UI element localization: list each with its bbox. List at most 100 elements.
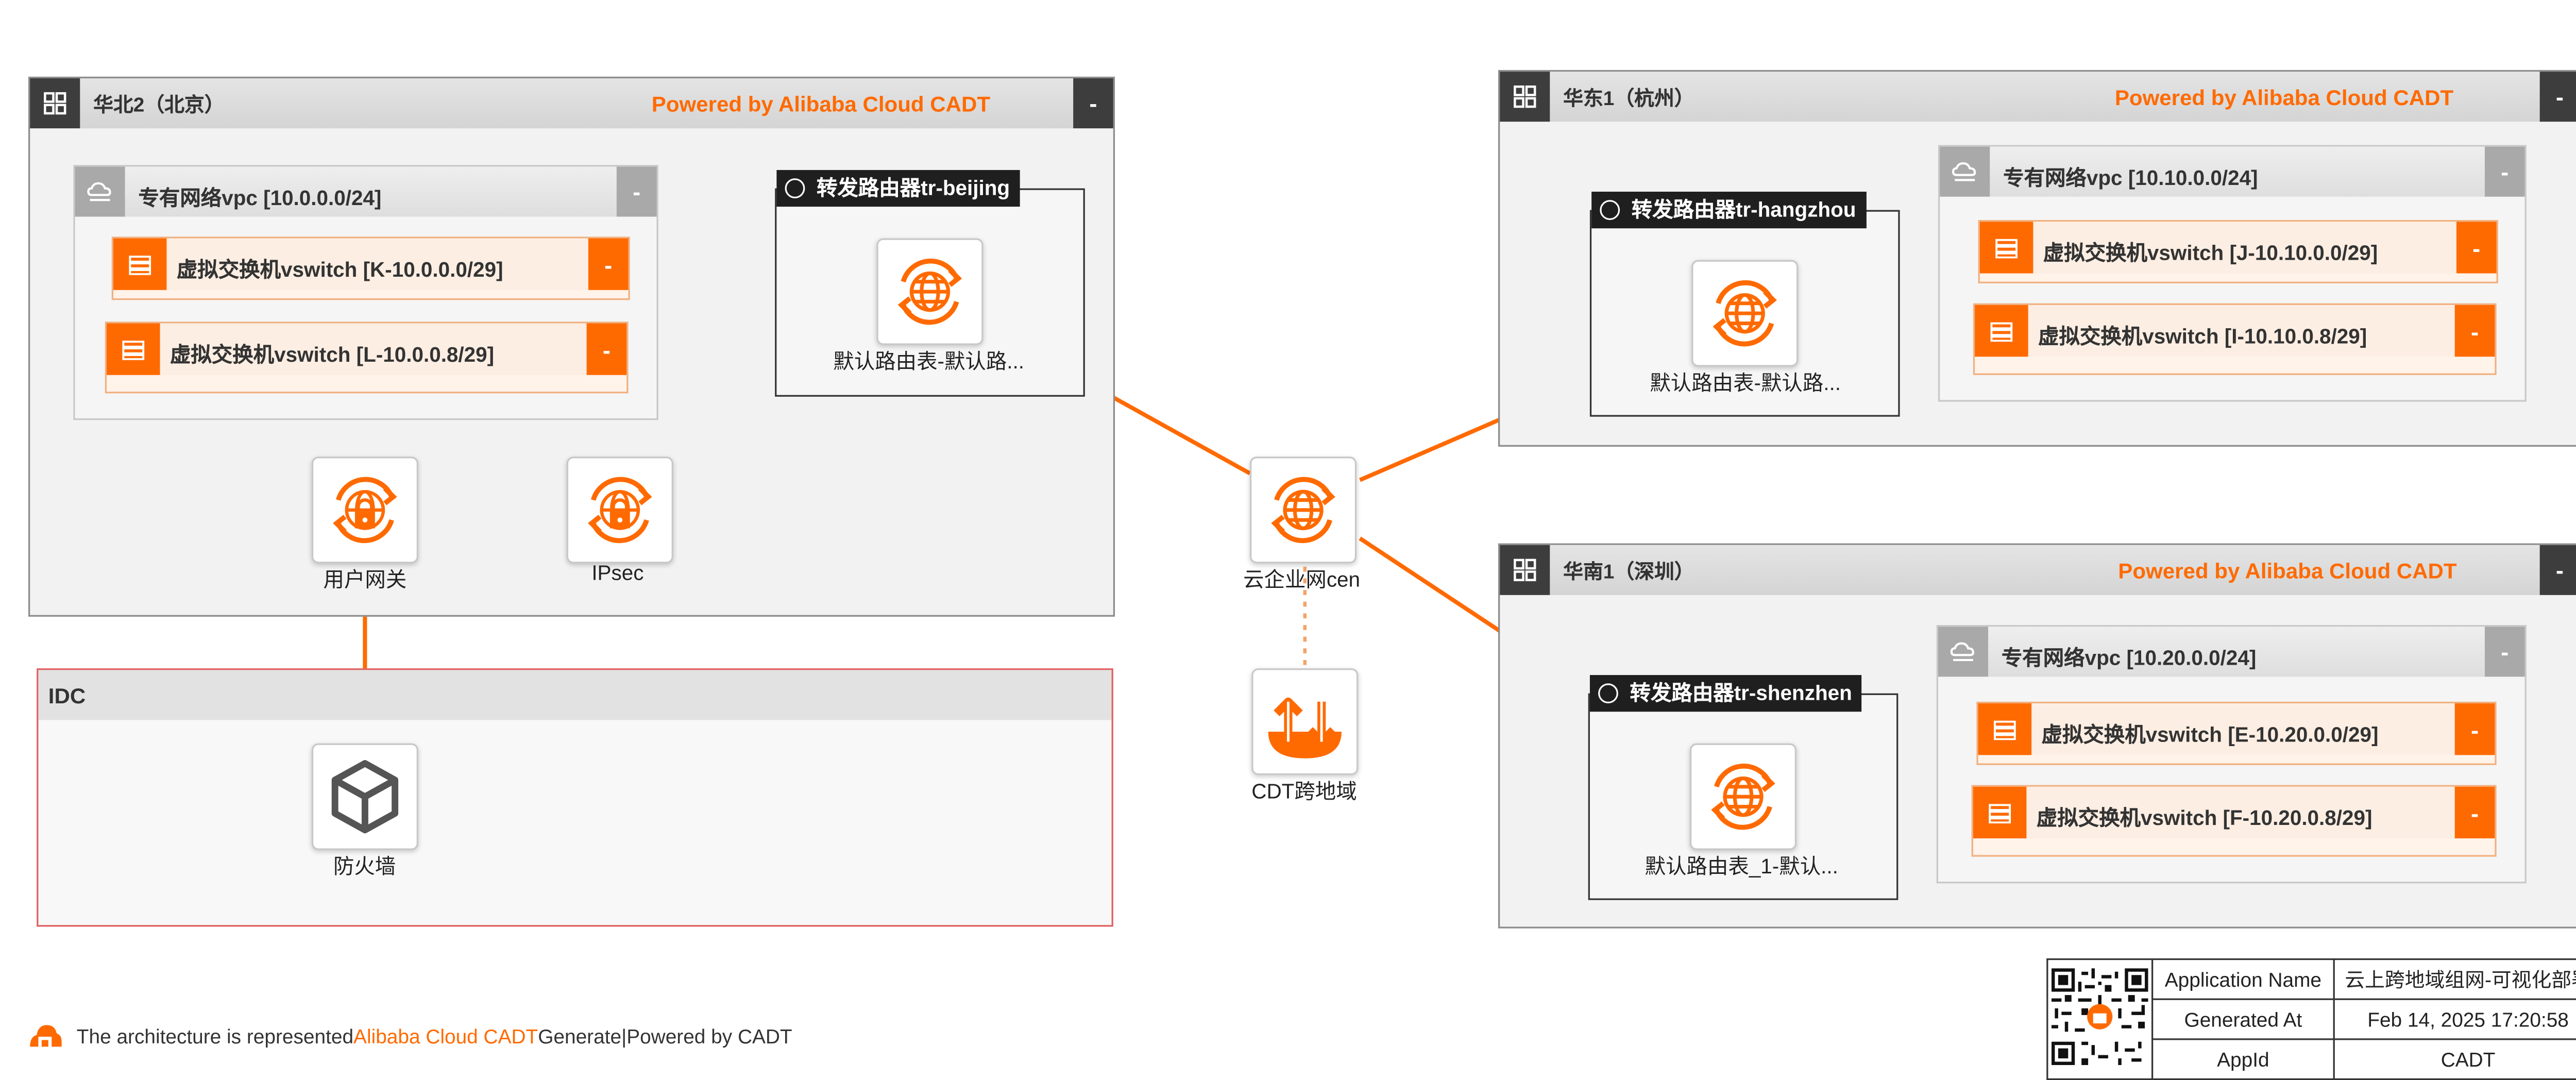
qr-code-icon <box>2051 968 2148 1065</box>
vswitch-k[interactable]: 虚拟交换机vswitch [K-10.0.0.0/29] - <box>111 237 630 300</box>
transit-router-hangzhou[interactable]: 转发路由器tr-hangzhou <box>1589 191 1900 417</box>
powered-by-label: Powered by Alibaba Cloud CADT <box>2118 558 2457 584</box>
collapse-button[interactable]: - <box>2484 146 2525 197</box>
region-header: 华南1（深圳） Powered by Alibaba Cloud CADT - <box>1500 545 2576 595</box>
router-label: 转发路由器tr-beijing <box>776 170 1020 207</box>
vpc-title: 专有网络vpc [10.0.0.0/24] <box>138 187 382 210</box>
route-table-label: 默认路由表_1-默认... <box>1645 855 1838 879</box>
region-header: 华北2（北京） Powered by Alibaba Cloud CADT - <box>30 78 1113 129</box>
vswitch-title: 虚拟交换机vswitch [F-10.20.0.8/29] <box>2036 806 2372 830</box>
ipsec-label: IPsec <box>591 562 644 585</box>
meta-value: 云上跨地域组网-可视化部署 <box>2333 958 2576 1000</box>
server-icon <box>1978 703 2032 755</box>
metadata-table: Application Name 云上跨地域组网-可视化部署 Generated… <box>2046 958 2576 1080</box>
cdt-label: CDT跨地域 <box>1251 780 1357 804</box>
vswitch-title: 虚拟交换机vswitch [I-10.10.0.8/29] <box>2038 325 2367 349</box>
region-title: 华东1（杭州） <box>1563 87 1694 110</box>
router-icon <box>1598 683 1618 704</box>
globe-refresh-icon <box>897 258 962 325</box>
collapse-button[interactable]: - <box>588 238 629 290</box>
cloud-icon <box>75 166 125 217</box>
globe-refresh-icon <box>1711 764 1775 830</box>
collapse-button[interactable]: - <box>586 323 627 375</box>
server-icon <box>1975 305 2028 357</box>
footer-text: The architecture is representedAlibaba C… <box>76 1025 792 1049</box>
globe-lock-icon <box>588 477 652 543</box>
cen-node[interactable] <box>1250 457 1357 564</box>
route-table-hangzhou-node[interactable] <box>1691 260 1799 367</box>
vpc-title: 专有网络vpc [10.20.0.0/24] <box>2001 647 2257 670</box>
cloud-icon <box>1938 627 1988 677</box>
table-row: Application Name 云上跨地域组网-可视化部署 <box>2046 958 2576 1080</box>
user-gateway-label: 用户网关 <box>323 568 407 592</box>
server-icon <box>1979 222 2033 274</box>
collapse-button[interactable]: - <box>616 166 657 217</box>
route-table-beijing-node[interactable] <box>876 238 984 345</box>
table-row: Generated At Feb 14, 2025 17:20:58 <box>2047 998 2576 1040</box>
qr-code <box>2046 958 2154 1080</box>
idc-header: IDC <box>38 670 1112 720</box>
server-icon <box>1973 786 2027 839</box>
vpc-header: 专有网络vpc [10.0.0.0/24] - <box>75 166 657 217</box>
meta-value: Feb 14, 2025 17:20:58 <box>2333 998 2576 1040</box>
globe-refresh-icon <box>1271 477 1335 543</box>
vswitch-title: 虚拟交换机vswitch [L-10.0.0.8/29] <box>170 343 495 367</box>
firewall-node[interactable] <box>311 743 418 850</box>
vswitch-title: 虚拟交换机vswitch [E-10.20.0.0/29] <box>2041 723 2379 747</box>
cdt-node[interactable] <box>1251 668 1359 775</box>
firewall-label: 防火墙 <box>333 855 396 879</box>
collapse-button[interactable]: - <box>1073 78 1113 129</box>
collapse-button[interactable]: - <box>2484 627 2525 677</box>
transit-router-beijing[interactable]: 转发路由器tr-beijing <box>775 170 1085 397</box>
collapse-button[interactable]: - <box>2539 72 2576 122</box>
ipsec-node[interactable] <box>566 457 673 564</box>
table-row: AppId CADT <box>2047 1038 2576 1080</box>
vswitch-f[interactable]: 虚拟交换机vswitch [F-10.20.0.8/29] - <box>1971 785 2497 857</box>
server-icon <box>107 323 160 375</box>
footer-brand: Alibaba Cloud CADT <box>353 1025 538 1049</box>
meta-label: Generated At <box>2151 998 2335 1040</box>
cadt-logo-icon <box>30 1025 62 1047</box>
collapse-button[interactable]: - <box>2454 305 2495 357</box>
vpc-title: 专有网络vpc [10.10.0.0/24] <box>2003 166 2258 190</box>
collapse-button[interactable]: - <box>2454 703 2495 755</box>
router-icon <box>785 178 805 198</box>
router-label: 转发路由器tr-hangzhou <box>1591 191 1866 229</box>
router-icon <box>1600 200 1620 220</box>
grid-icon <box>1500 72 1550 122</box>
meta-label: Application Name <box>2151 958 2335 1000</box>
powered-by-label: Powered by Alibaba Cloud CADT <box>2114 85 2454 110</box>
cen-label: 云企业网cen <box>1243 568 1361 592</box>
collapse-button[interactable]: - <box>2539 545 2576 595</box>
meta-label: AppId <box>2151 1038 2335 1080</box>
grid-icon <box>30 78 80 129</box>
powered-by-label: Powered by Alibaba Cloud CADT <box>651 91 991 117</box>
user-gateway-node[interactable] <box>311 457 418 564</box>
server-icon <box>113 238 167 290</box>
cloud-icon <box>1940 146 1990 197</box>
vswitch-l[interactable]: 虚拟交换机vswitch [L-10.0.0.8/29] - <box>105 322 629 394</box>
globe-lock-icon <box>333 477 397 543</box>
region-title: 华南1（深圳） <box>1563 560 1694 584</box>
vswitch-e[interactable]: 虚拟交换机vswitch [E-10.20.0.0/29] - <box>1976 701 2497 765</box>
grid-icon <box>1500 545 1550 595</box>
collapse-button[interactable]: - <box>2454 786 2495 839</box>
vswitch-title: 虚拟交换机vswitch [K-10.0.0.0/29] <box>176 258 503 282</box>
vswitch-i[interactable]: 虚拟交换机vswitch [I-10.10.0.8/29] - <box>1973 303 2497 375</box>
route-table-label: 默认路由表-默认路... <box>833 350 1025 374</box>
globe-refresh-icon <box>1713 280 1777 347</box>
vpc-header: 专有网络vpc [10.20.0.0/24] - <box>1938 627 2525 677</box>
collapse-button[interactable]: - <box>2456 222 2497 274</box>
vpc-header: 专有网络vpc [10.10.0.0/24] - <box>1940 146 2525 197</box>
vswitch-title: 虚拟交换机vswitch [J-10.10.0.0/29] <box>2043 242 2378 265</box>
router-label: 转发路由器tr-shenzhen <box>1589 675 1862 712</box>
region-title: 华北2（北京） <box>93 93 225 117</box>
meta-value: CADT <box>2333 1038 2576 1080</box>
route-table-shenzhen-node[interactable] <box>1689 743 1797 850</box>
region-header: 华东1（杭州） Powered by Alibaba Cloud CADT - <box>1500 72 2576 122</box>
vswitch-j[interactable]: 虚拟交换机vswitch [J-10.10.0.0/29] - <box>1978 220 2498 283</box>
cross-region-transfer-icon <box>1268 697 1342 758</box>
route-table-label: 默认路由表-默认路... <box>1650 372 1841 395</box>
cube-icon <box>331 760 399 834</box>
idc-zone: IDC <box>37 668 1113 927</box>
